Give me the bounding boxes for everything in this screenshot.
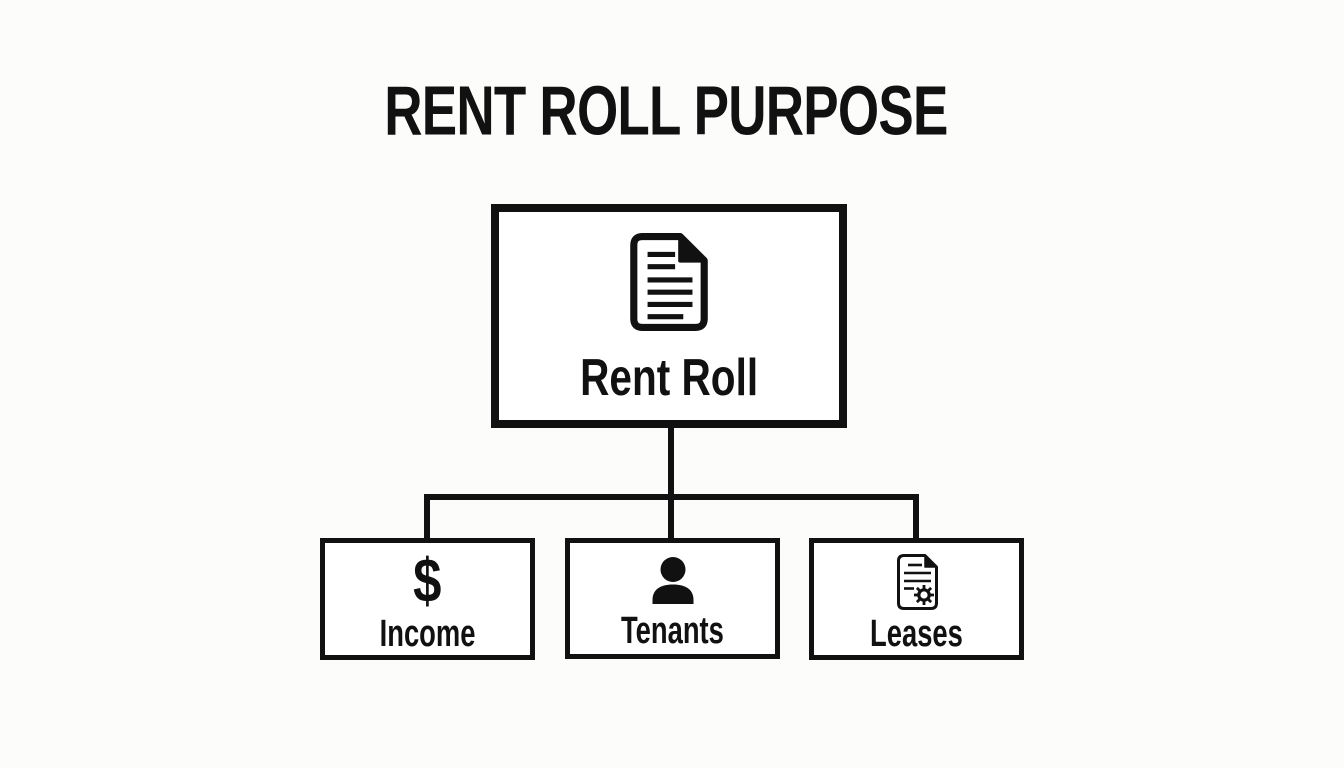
node-tenants: Tenants: [565, 538, 780, 659]
dollar-icon: $: [410, 547, 444, 616]
person-icon: [651, 555, 695, 606]
node-income-label: Income: [379, 613, 476, 655]
node-tenants-label: Tenants: [621, 610, 724, 653]
connector-horizontal: [424, 494, 919, 500]
document-icon: [629, 232, 709, 332]
node-rent-roll: Rent Roll: [491, 204, 847, 428]
node-leases-label: Leases: [870, 613, 963, 655]
node-income: $ Income: [320, 538, 535, 660]
connector-stem: [668, 428, 674, 538]
node-rent-roll-label: Rent Roll: [579, 349, 759, 407]
node-leases: Leases: [809, 538, 1024, 660]
dollar-glyph: $: [413, 547, 442, 616]
page-title-text: RENT ROLL PURPOSE: [384, 72, 948, 150]
document-gear-icon: [894, 554, 940, 610]
connector-drop-income: [424, 494, 430, 538]
connector-drop-leases: [913, 494, 919, 538]
page-title: RENT ROLL PURPOSE: [0, 72, 1344, 150]
